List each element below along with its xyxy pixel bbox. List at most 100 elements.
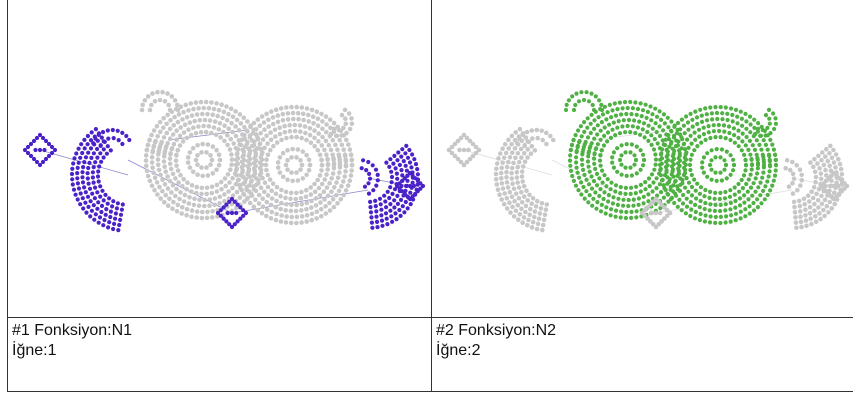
stitch-dot xyxy=(95,146,100,152)
active-outer-motif xyxy=(22,132,58,168)
stitch-dot xyxy=(294,190,299,196)
stitch-dot xyxy=(96,220,101,225)
stitch-dot xyxy=(603,211,608,216)
stitch-dot xyxy=(99,135,104,140)
stitch-dot xyxy=(724,214,729,219)
stitch-dot xyxy=(343,162,349,168)
stitch-dot xyxy=(574,155,579,160)
stitch-dot xyxy=(669,119,674,124)
stitch-dot xyxy=(529,128,535,133)
stitch-dot xyxy=(216,127,222,132)
inactive-center-motif xyxy=(143,99,265,221)
needle-panel-1[interactable]: #1 Fonksiyon:N1 İğne:1 xyxy=(7,0,432,392)
needle-panel-2[interactable]: #2 Fonksiyon:N2 İğne:2 xyxy=(432,0,853,392)
stitch-dot xyxy=(275,119,281,125)
stitch-dot xyxy=(619,112,624,117)
stitch-dot xyxy=(100,188,105,193)
stitch-dot xyxy=(256,201,262,206)
stitch-dot xyxy=(328,147,334,153)
stitch-dot xyxy=(773,116,778,121)
stitch-dot xyxy=(204,185,210,191)
stitch-dot xyxy=(193,157,199,163)
stitch-dot xyxy=(268,147,273,153)
stitch-dot xyxy=(604,117,609,122)
stitch-dot xyxy=(226,189,231,194)
stitch-dot xyxy=(592,151,597,156)
stitch-dot xyxy=(241,149,247,154)
stitch-dot xyxy=(210,112,215,118)
stitch-dot xyxy=(298,167,303,172)
stitch-dot xyxy=(599,202,604,207)
stitch-dot xyxy=(347,178,353,183)
stitch-dot xyxy=(461,132,467,138)
stitch-dot xyxy=(738,109,743,114)
stitch-dot xyxy=(574,150,579,155)
stitch-dot xyxy=(642,213,648,219)
connecting-stitch xyxy=(367,177,411,187)
stitch-dot xyxy=(605,139,610,144)
stitch-dot xyxy=(152,139,158,145)
stitch-dot xyxy=(211,106,217,112)
stitch-dot xyxy=(731,168,736,173)
stitch-dot xyxy=(680,201,686,206)
stitch-dot xyxy=(149,183,155,188)
stitch-dot xyxy=(765,147,770,152)
stitch-dot xyxy=(790,181,795,186)
stitch-dot xyxy=(761,157,766,162)
stitch-dot xyxy=(738,216,743,221)
stitch-dot xyxy=(517,212,523,217)
stitch-dot xyxy=(746,147,751,152)
stitch-dot xyxy=(262,127,267,132)
stitch-dot xyxy=(606,199,611,204)
stitch-dot xyxy=(195,143,200,148)
stitch-dot xyxy=(282,123,287,129)
stitch-dot xyxy=(339,184,344,189)
stitch-dot xyxy=(517,126,523,132)
stitch-dot xyxy=(523,135,529,140)
stitch-dot xyxy=(198,99,204,105)
stitch-dot xyxy=(330,171,336,176)
stitch-dot xyxy=(389,214,394,219)
stitch-dot xyxy=(339,133,344,138)
stitch-dot xyxy=(143,158,149,163)
stitch-dot xyxy=(238,121,244,126)
stitch-dot xyxy=(402,210,407,215)
stitch-dot xyxy=(732,192,737,197)
stitch-dot xyxy=(343,188,349,193)
stitch-dot xyxy=(822,197,828,203)
stitch-dot xyxy=(588,121,593,126)
stitch-dot xyxy=(404,168,409,173)
stitch-dot xyxy=(709,148,714,153)
stitch-dot xyxy=(638,167,643,172)
stitch-dot xyxy=(528,206,533,212)
stitch-dot xyxy=(677,151,682,156)
stitch-dot xyxy=(692,216,698,221)
stitch-dot xyxy=(735,114,740,119)
stitch-dot xyxy=(718,170,723,175)
stitch-dot xyxy=(527,192,532,198)
stitch-dot xyxy=(405,206,410,211)
stitch-dot xyxy=(574,165,579,170)
stitch-dot xyxy=(157,119,163,125)
stitch-dot xyxy=(588,144,593,149)
stitch-dot xyxy=(709,111,714,116)
stitch-dot xyxy=(106,225,111,230)
stitch-dot xyxy=(695,181,700,186)
stitch-dot xyxy=(765,192,770,198)
stitch-dot xyxy=(268,130,273,135)
stitch-dot xyxy=(349,162,355,168)
stitch-dot xyxy=(270,121,276,127)
stitch-dot xyxy=(570,173,575,179)
stitch-dot xyxy=(684,196,689,201)
stitch-dot xyxy=(708,135,713,141)
stitch-dot xyxy=(579,192,584,197)
stitch-dot xyxy=(42,147,47,153)
stitch-dot xyxy=(175,148,180,153)
stitch-dot xyxy=(75,181,80,186)
stitch-dot xyxy=(299,135,305,141)
stitch-dot xyxy=(156,152,161,157)
stitch-dot xyxy=(629,142,634,147)
stitch-dot xyxy=(765,125,770,130)
stitch-dot xyxy=(678,127,683,132)
stitch-dot xyxy=(392,198,397,203)
